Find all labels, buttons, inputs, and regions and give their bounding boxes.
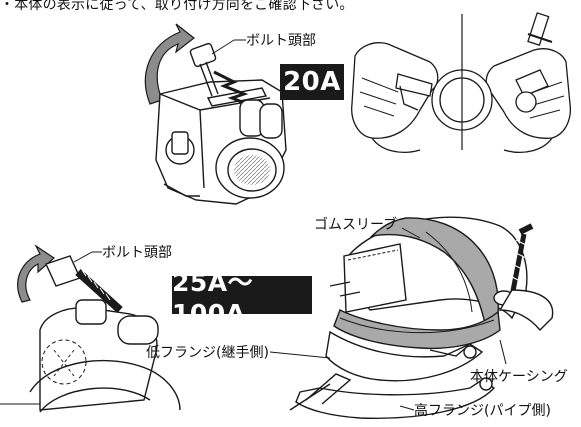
label-bolt-head-bottom: ボルト頭部: [102, 245, 172, 261]
callout-line-bolt-top: [211, 39, 235, 55]
clamp-20a-illustration: [155, 42, 287, 205]
rotation-arrow-top: [144, 23, 195, 105]
callout-line-sleeve: [401, 227, 421, 239]
rubber-sleeve-shape: [333, 217, 501, 350]
exploded-view-illustration: [289, 216, 554, 419]
callout-line-bolt-bottom: [73, 251, 93, 263]
hands-install-illustration: [351, 12, 572, 153]
bolt-spring: [189, 42, 259, 116]
label-low-flange: 低フランジ(継手側): [146, 345, 269, 361]
badge-20a: 20A: [280, 64, 344, 100]
instruction-caption: ・本体の表示に従って、取り付け方向をご確認下さい。: [0, 0, 354, 13]
label-bolt-head-top: ボルト頭部: [246, 33, 316, 49]
label-body-casing: 本体ケーシング: [470, 369, 568, 385]
callout-line-casing: [499, 339, 507, 365]
label-high-flange: 高フランジ(パイプ側): [414, 403, 551, 419]
clamp-25a-illustration: [0, 255, 181, 413]
callout-line-low-flange: [269, 351, 331, 359]
label-rubber-sleeve: ゴムスリーブ: [314, 217, 398, 233]
badge-25a-100a: 25A〜100A: [172, 268, 312, 328]
rotation-arrow-bottom: [17, 244, 55, 303]
callout-line-high-flange: [399, 405, 415, 411]
